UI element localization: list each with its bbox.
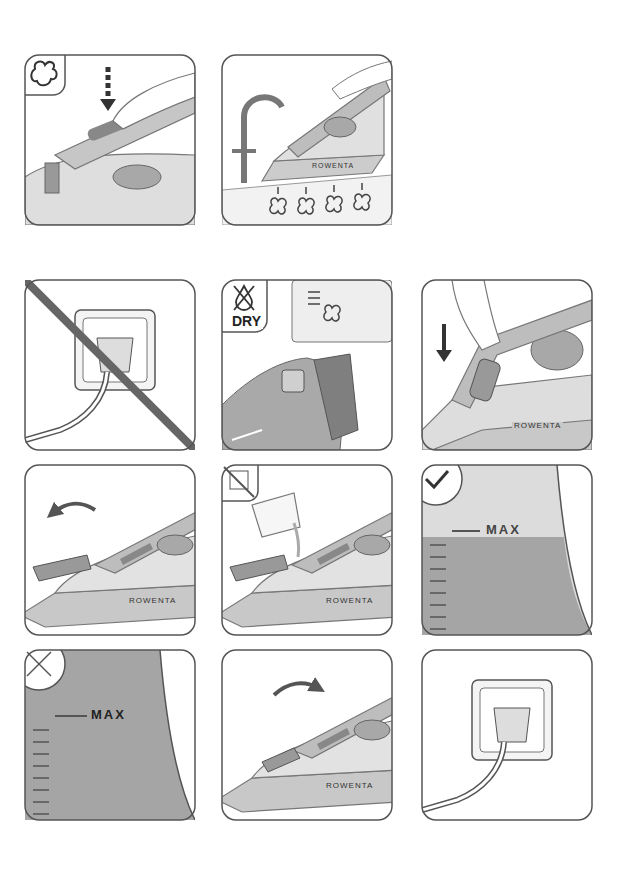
brand-label: ROWENTA — [127, 597, 178, 606]
brand-label: ROWENTA — [512, 422, 563, 431]
max-level-mark: MAX — [484, 523, 523, 537]
max-level-mark: MAX — [89, 708, 128, 722]
brand-label: ROWENTA — [310, 162, 356, 170]
brand-label: ROWENTA — [324, 782, 375, 791]
dry-symbol-text: DRY — [230, 314, 263, 329]
brand-label: ROWENTA — [324, 597, 375, 606]
